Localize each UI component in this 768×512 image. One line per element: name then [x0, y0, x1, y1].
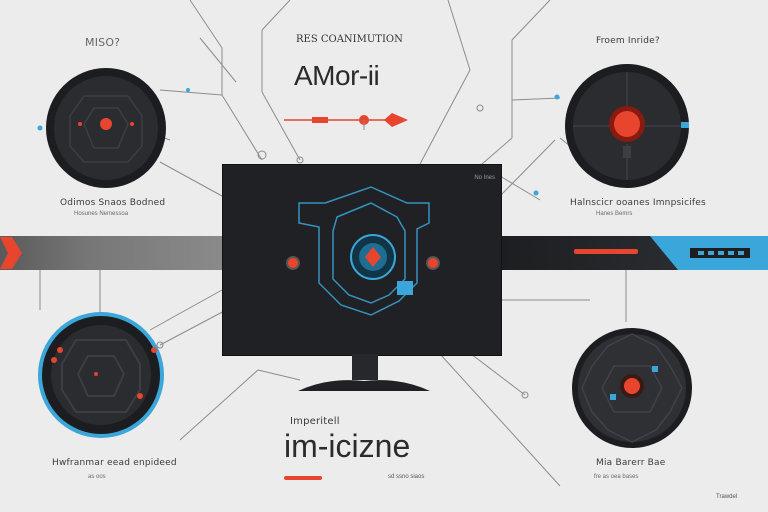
monitor-emblem	[286, 186, 440, 316]
caption-top-left: Odimos Snaos Bodned	[60, 198, 166, 208]
corner-label-left: MISO?	[85, 36, 121, 49]
footer-sub: sd ssno siaos	[388, 474, 425, 480]
right-band-blue-tag	[650, 236, 768, 270]
caption-bottom-left-sub: as oos	[88, 474, 106, 480]
monitor-screen: No Ines	[222, 164, 502, 356]
top-left-disc	[46, 68, 166, 188]
footer-red-bar	[284, 476, 322, 480]
footer-title: im-icizne	[284, 428, 411, 464]
right-band-red-bar	[574, 249, 638, 254]
left-arrow-icon	[0, 237, 22, 269]
caption-top-right-sub: Hanes Bemrs	[596, 211, 633, 217]
header-subtitle: RES COANIMUTION	[296, 34, 403, 45]
bottom-right-disc	[572, 328, 692, 448]
bottom-left-disc	[38, 312, 164, 438]
header-title: AMor-ii	[294, 60, 380, 91]
monitor-stand-neck	[352, 354, 378, 380]
left-band	[0, 236, 222, 270]
top-right-disc	[565, 64, 689, 188]
footer-corner: Trawdel	[716, 494, 738, 500]
caption-bottom-left: Hwfranmar eead enpideed	[52, 458, 177, 468]
monitor-stand-base	[298, 380, 430, 391]
caption-bottom-right-sub: fre as oea bases	[594, 474, 639, 480]
caption-top-left-sub: Hosunes Nemessoa	[74, 211, 129, 217]
caption-bottom-right: Mia Barerr Bae	[596, 458, 666, 468]
header-accent-line	[284, 113, 408, 130]
monitor-corner-label: No Ines	[474, 175, 495, 181]
footer-label: Imperitell	[290, 416, 340, 427]
corner-label-right: Froem Inride?	[596, 36, 660, 46]
caption-top-right: Halnscicr ooanes Imnpsicifes	[570, 198, 706, 208]
